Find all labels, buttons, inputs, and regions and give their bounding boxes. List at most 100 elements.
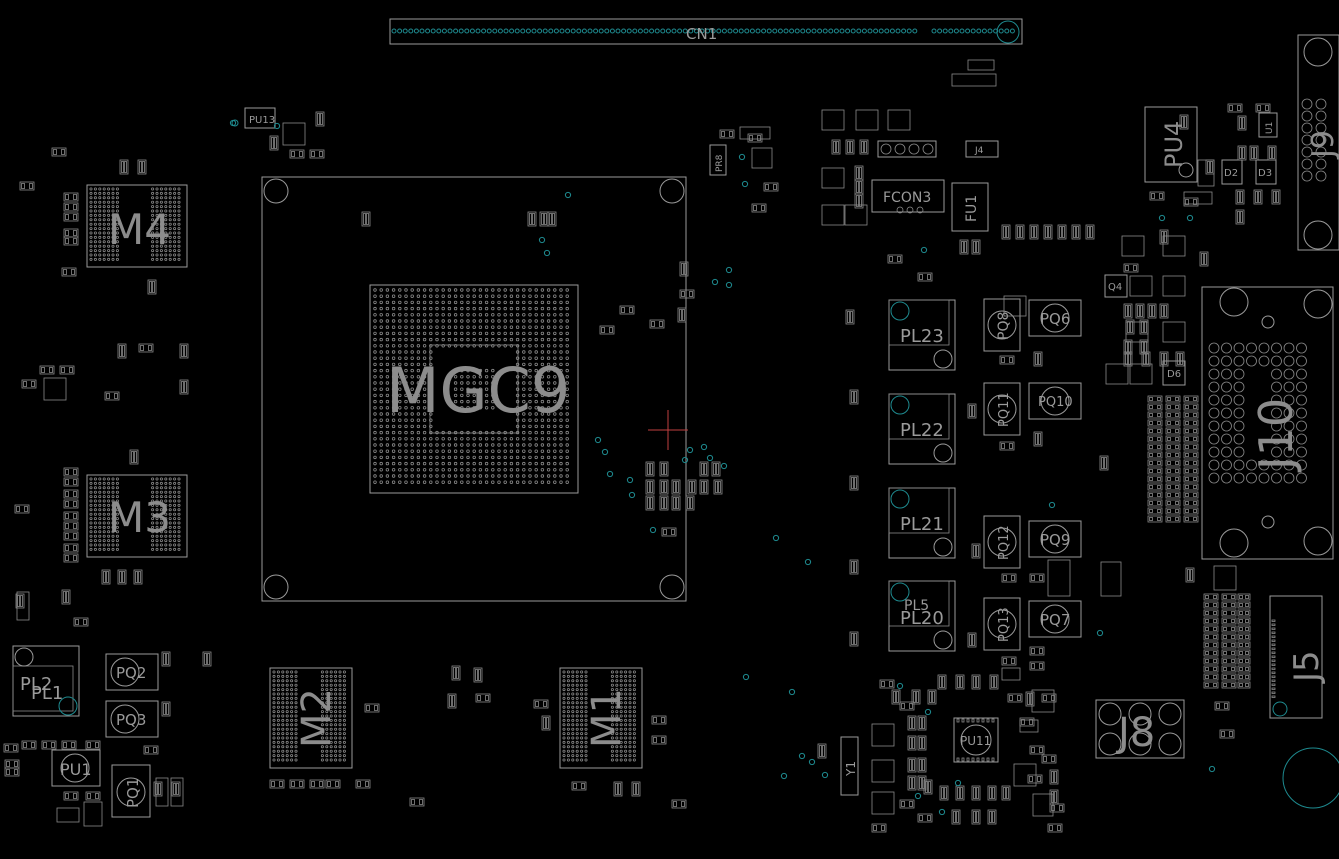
passive-pad xyxy=(1161,353,1164,365)
bga-ball xyxy=(93,534,97,538)
bga-ball xyxy=(159,222,163,226)
bga-ball xyxy=(281,683,285,687)
passive-part xyxy=(631,781,641,797)
bga-ball xyxy=(509,319,514,323)
passive-part xyxy=(129,449,139,465)
bga-ball xyxy=(115,244,119,248)
bga-ball xyxy=(155,530,159,534)
bga-ball xyxy=(290,688,294,692)
bga-ball xyxy=(416,319,421,323)
bga-ball xyxy=(478,480,483,484)
bga-ball xyxy=(334,670,338,674)
bga-ball xyxy=(168,547,172,551)
bga-ball xyxy=(460,455,464,460)
bga-ball xyxy=(329,745,333,749)
bga-ball xyxy=(334,758,338,762)
bga-ball xyxy=(441,449,445,453)
bga-ball xyxy=(379,468,383,472)
passive-pad xyxy=(1185,421,1189,425)
bga-ball xyxy=(466,368,470,373)
bga-ball xyxy=(164,517,168,521)
bga-ball xyxy=(107,257,111,261)
via xyxy=(538,236,546,244)
passive-pad xyxy=(456,667,459,679)
connector-pin xyxy=(1208,342,1220,354)
passive-pad xyxy=(1175,517,1179,521)
connector-pin xyxy=(1315,110,1327,122)
connector-pin xyxy=(1296,446,1307,458)
bga-ball xyxy=(281,705,285,709)
bga-ball xyxy=(98,213,102,217)
bga-ball xyxy=(584,749,588,753)
passive-pad xyxy=(716,463,719,475)
bga-ball xyxy=(115,227,119,231)
bga-ball xyxy=(441,443,445,447)
passive-pad xyxy=(1034,226,1037,238)
passive-pad xyxy=(1031,575,1035,581)
passive-pad xyxy=(1185,453,1189,457)
bga-ball xyxy=(528,437,532,441)
bga-ball xyxy=(610,740,614,744)
bga-ball xyxy=(294,705,298,709)
connector-pin xyxy=(1246,342,1257,354)
passive-pad xyxy=(854,561,857,573)
bga-ball xyxy=(93,257,97,261)
passive-part xyxy=(751,203,767,213)
passive-pad xyxy=(661,481,664,493)
passive-part xyxy=(138,343,154,353)
passive-pad xyxy=(1213,619,1217,623)
via xyxy=(628,491,636,499)
connector-pin xyxy=(559,28,565,34)
bga-ball xyxy=(553,399,557,404)
bga-ball xyxy=(559,313,563,317)
bga-ball xyxy=(155,499,159,503)
passive-part xyxy=(1033,431,1043,447)
bga-ball xyxy=(404,300,408,305)
passive-components xyxy=(3,59,1281,833)
bga-ball xyxy=(509,344,514,348)
connector-pin xyxy=(587,28,593,34)
bga-ball xyxy=(115,508,119,512)
connector-pin xyxy=(615,28,621,34)
passive-part xyxy=(1029,573,1045,583)
bga-ball xyxy=(379,474,383,478)
bga-ball xyxy=(503,461,507,466)
bga-ball xyxy=(566,740,570,744)
passive-pad xyxy=(1213,667,1217,671)
bga-ball xyxy=(276,740,280,744)
bga-ball xyxy=(159,543,163,547)
passive-pad xyxy=(1157,453,1161,457)
bga-ball xyxy=(173,249,177,253)
passive-pad xyxy=(65,479,69,485)
bga-ball xyxy=(546,387,551,391)
bga-ball xyxy=(559,375,563,379)
bga-ball xyxy=(102,495,106,499)
bga-ball xyxy=(159,503,163,507)
bga-ball xyxy=(632,758,636,762)
bga-ball xyxy=(624,758,628,762)
bga-ball xyxy=(102,547,106,551)
passive-pad xyxy=(729,131,733,137)
bga-ball xyxy=(559,325,563,329)
bga-ball xyxy=(422,306,427,311)
bga-ball xyxy=(404,288,408,292)
bga-ball xyxy=(159,521,163,525)
bga-ball xyxy=(441,474,445,478)
passive-pad xyxy=(973,787,976,799)
via xyxy=(780,772,788,780)
passive-part xyxy=(1001,224,1011,240)
bga-ball xyxy=(385,455,390,460)
passive-pad xyxy=(1175,405,1179,409)
bga-ball xyxy=(281,758,285,762)
bga-ball xyxy=(329,723,333,727)
passive-pad xyxy=(854,633,857,645)
connector-pin xyxy=(453,28,459,34)
passive-pad xyxy=(1003,787,1006,799)
passive-part xyxy=(1203,609,1219,617)
bga-ball xyxy=(515,449,520,453)
bga-ball xyxy=(565,288,569,292)
bga-ball xyxy=(615,732,619,736)
passive-pad xyxy=(1157,429,1161,433)
bga-ball xyxy=(453,337,458,342)
bga-ball xyxy=(391,313,396,317)
